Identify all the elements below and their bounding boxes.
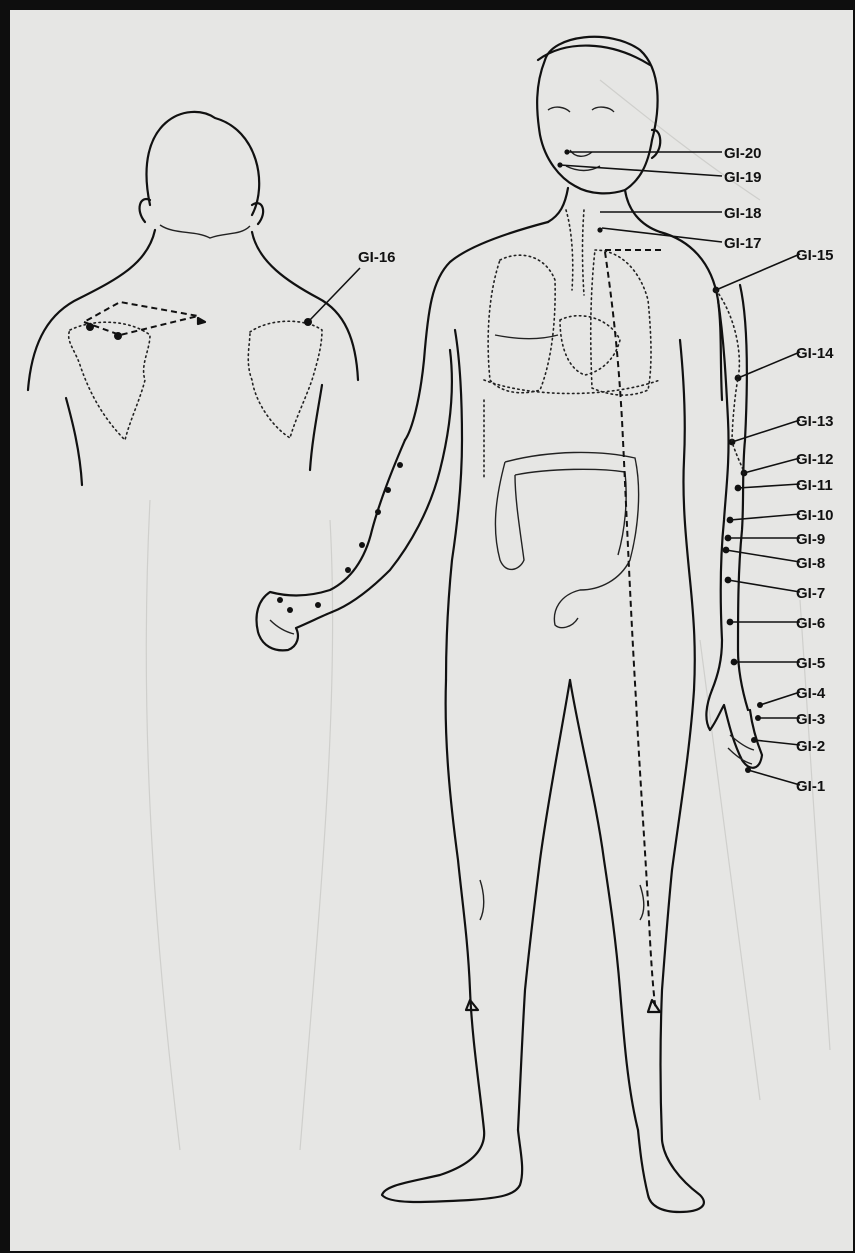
label-gi-10: GI-10 bbox=[796, 507, 834, 524]
illustration-page: GI-20 GI-19 GI-18 GI-17 GI-16 GI-15 GI-1… bbox=[10, 10, 853, 1251]
label-gi-9: GI-9 bbox=[796, 531, 825, 548]
label-gi-20: GI-20 bbox=[724, 145, 762, 162]
label-gi-15: GI-15 bbox=[796, 247, 834, 264]
label-gi-12: GI-12 bbox=[796, 451, 834, 468]
label-gi-1: GI-1 bbox=[796, 778, 825, 795]
back-view-figure bbox=[28, 112, 358, 485]
label-gi-18: GI-18 bbox=[724, 205, 762, 222]
label-gi-4: GI-4 bbox=[796, 685, 826, 702]
label-gi-16: GI-16 bbox=[358, 249, 396, 266]
label-gi-8: GI-8 bbox=[796, 555, 825, 572]
left-leg bbox=[382, 680, 522, 1202]
right-arm bbox=[738, 285, 748, 710]
back-head bbox=[147, 112, 260, 215]
label-gi-14: GI-14 bbox=[796, 345, 834, 362]
label-gi-6: GI-6 bbox=[796, 615, 825, 632]
label-gi-3: GI-3 bbox=[796, 711, 825, 728]
label-gi-13: GI-13 bbox=[796, 413, 834, 430]
label-gi-19: GI-19 bbox=[724, 169, 762, 186]
label-gi-2: GI-2 bbox=[796, 738, 825, 755]
label-gi-7: GI-7 bbox=[796, 585, 825, 602]
label-gi-17: GI-17 bbox=[724, 235, 762, 252]
label-gi-11: GI-11 bbox=[796, 477, 833, 494]
right-leg bbox=[638, 690, 704, 1212]
large-intestine bbox=[505, 452, 639, 627]
label-gi-5: GI-5 bbox=[796, 655, 825, 672]
